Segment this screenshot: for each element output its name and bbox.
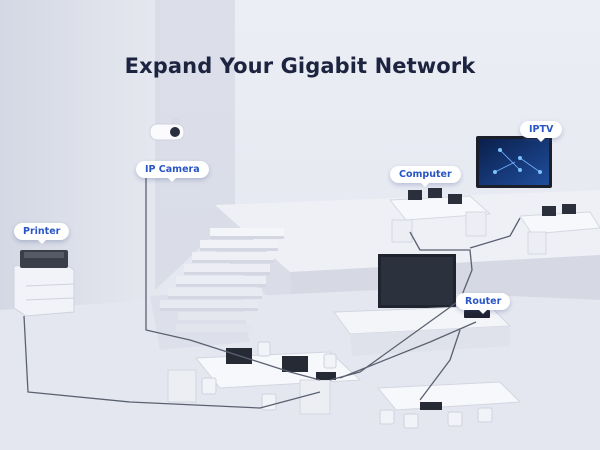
iptv-label: IPTV (520, 121, 563, 142)
router-label: Router (456, 293, 511, 314)
network-cables (23, 176, 521, 409)
ip-camera-device (149, 118, 185, 141)
iptv-device (476, 136, 552, 188)
wall-display (378, 254, 456, 308)
printer-device (13, 250, 75, 317)
page-title: Expand Your Gigabit Network (124, 54, 476, 78)
printer-label: Printer (14, 223, 70, 244)
upper-workstations (388, 188, 600, 255)
computer-label: Computer (390, 166, 461, 187)
staircase (150, 228, 284, 350)
ip-camera-label: IP Camera (136, 161, 209, 182)
lower-workstations (167, 341, 522, 429)
